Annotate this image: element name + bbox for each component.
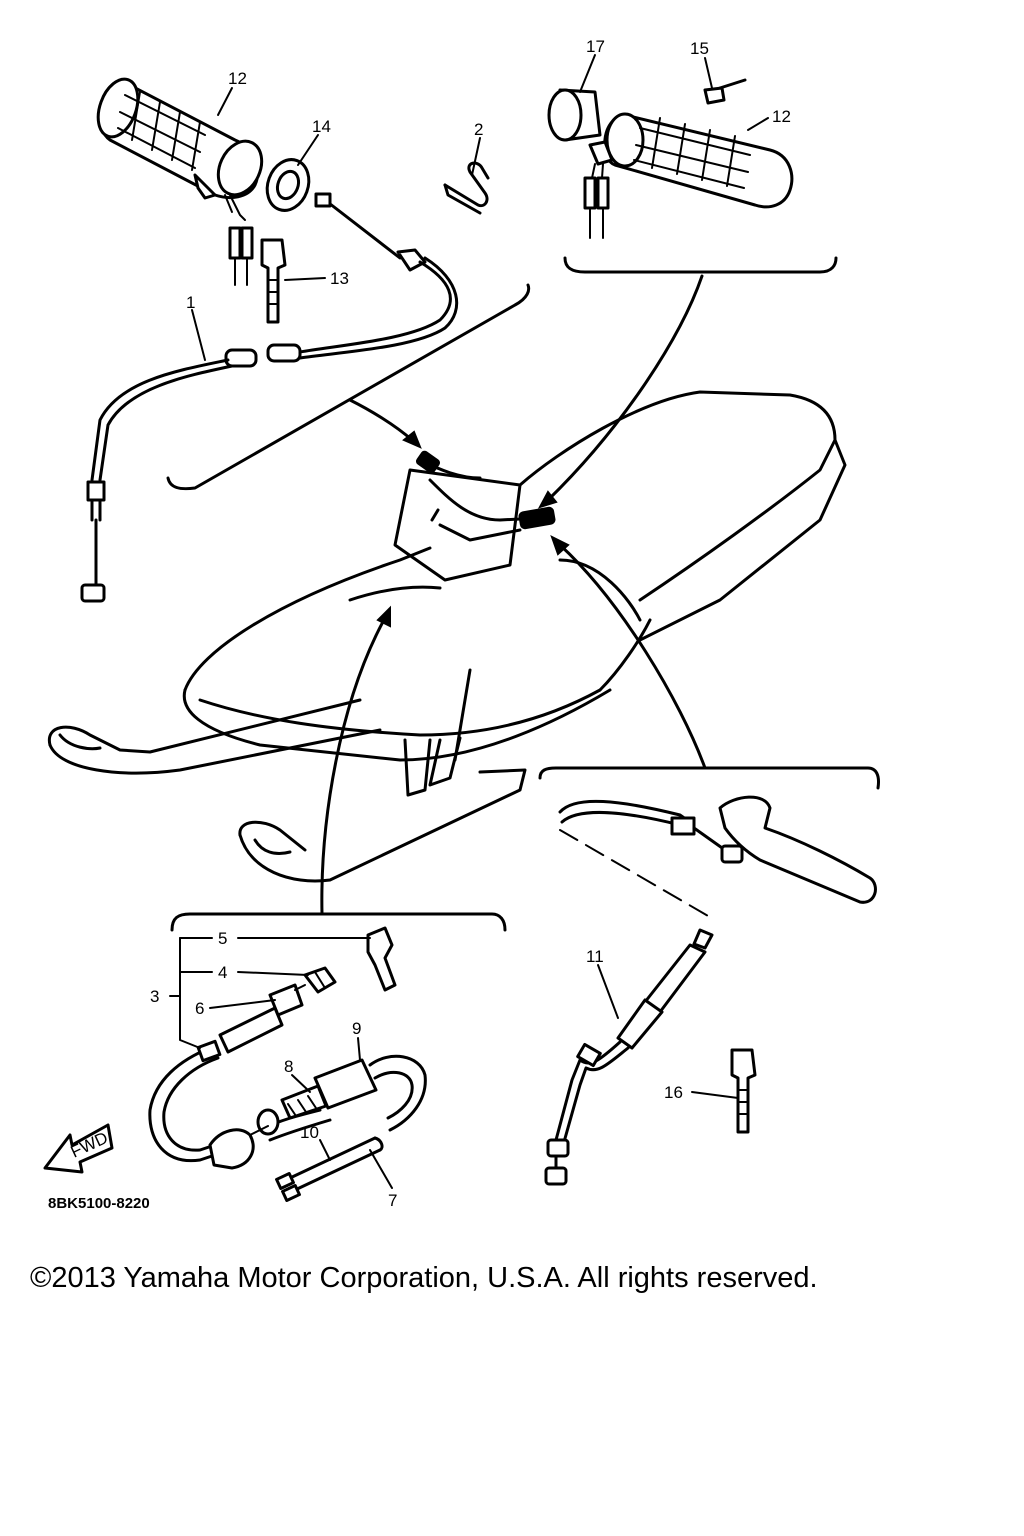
- callout-10: 10: [300, 1123, 319, 1142]
- callout-9: 9: [352, 1019, 361, 1038]
- grip-end-17: [547, 88, 602, 142]
- callout-15: 15: [690, 39, 709, 58]
- callout-8: 8: [284, 1057, 293, 1076]
- callout-12-left-grip: 12: [228, 69, 247, 88]
- callout-11: 11: [586, 947, 604, 966]
- left-grip-12: [96, 77, 264, 286]
- callout-2: 2: [474, 120, 483, 139]
- leader-arrows: [320, 274, 707, 916]
- callout-3: 3: [150, 987, 159, 1006]
- fwd-direction-arrow: FWD: [43, 1123, 114, 1174]
- callout-17: 17: [586, 37, 605, 56]
- callout-4: 4: [218, 963, 227, 982]
- callout-13: 13: [330, 269, 349, 288]
- screw-15: [703, 78, 747, 105]
- knob-4: [303, 966, 337, 994]
- washer-14: [265, 158, 311, 212]
- callout-14: 14: [312, 117, 331, 136]
- plunger-6: [218, 983, 306, 1054]
- figure-code: 8BK5100-8220: [48, 1195, 150, 1212]
- lever-5: [366, 926, 397, 992]
- group-brackets: [166, 256, 880, 932]
- callout-16: 16: [664, 1083, 683, 1102]
- copyright-notice: ©2013 Yamaha Motor Corporation, U.S.A. A…: [30, 1262, 818, 1294]
- clip-2: [443, 161, 490, 215]
- starter-plunger-8: [256, 1058, 378, 1136]
- callout-5: 5: [218, 929, 227, 948]
- band-13: [260, 238, 287, 324]
- band-16: [730, 1048, 757, 1134]
- right-grip-12: [583, 112, 794, 239]
- callout-numbers: 12 14 2 17 15 12 13 1 5 4 3 6 9 8 10 7 1…: [150, 37, 791, 1210]
- brake-cable-11: [544, 928, 714, 1186]
- callout-12-right-grip: 12: [772, 107, 791, 126]
- callout-6: 6: [195, 999, 204, 1018]
- choke-cable-3: [148, 1039, 269, 1170]
- brake-lever-group: [558, 795, 877, 921]
- tubes-7-10: [275, 1136, 384, 1202]
- callout-leaders: [169, 54, 769, 1189]
- throttle-cable-1: [80, 192, 459, 603]
- callout-7: 7: [388, 1191, 397, 1210]
- callout-1: 1: [186, 293, 195, 312]
- snowmobile-illustration: [47, 390, 847, 883]
